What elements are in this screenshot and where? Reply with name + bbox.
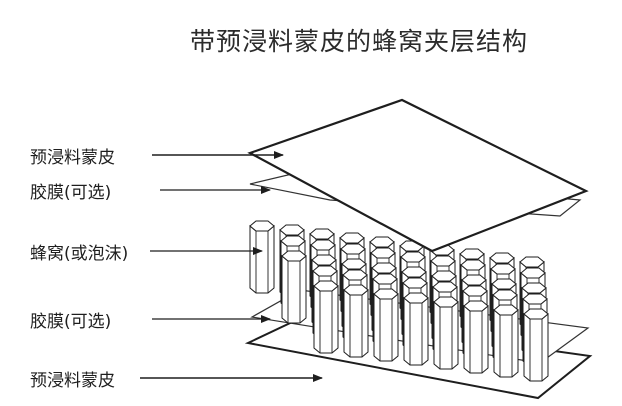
honeycomb-cell — [249, 224, 275, 294]
honeycomb-cell-top — [462, 285, 488, 297]
honeycomb-cell-top — [280, 235, 306, 247]
top-skin-sheet — [247, 98, 589, 253]
honeycomb-cell — [403, 296, 429, 366]
honeycomb-cell-top — [493, 304, 519, 316]
honeycomb-cell-top — [461, 274, 487, 286]
honeycomb-cell-top — [279, 224, 305, 236]
diagram-title: 带预浸料蒙皮的蜂窝夹层结构 — [190, 27, 529, 56]
honeycomb-cell-top — [371, 262, 397, 274]
honeycomb-cell-top — [339, 232, 365, 244]
honeycomb-cell-top — [402, 277, 428, 289]
honeycomb-cell — [373, 292, 399, 362]
honeycomb-cell-top — [370, 247, 396, 259]
honeycomb-cell-top — [523, 308, 549, 320]
honeycomb-cell-top — [521, 282, 547, 294]
label-top-skin: 预浸料蒙皮 — [30, 148, 115, 168]
honeycomb-cell — [343, 288, 369, 358]
honeycomb-cell-top — [310, 239, 336, 251]
honeycomb-cell — [523, 312, 549, 382]
honeycomb-cell-top — [400, 251, 426, 263]
honeycomb-cell-top — [311, 254, 337, 266]
honeycomb-cell-top — [459, 248, 485, 260]
label-top-film: 胶膜(可选) — [30, 183, 112, 203]
honeycomb-cell-top — [490, 263, 516, 275]
honeycomb-cell-top — [373, 288, 399, 300]
label-bottom-film: 胶膜(可选) — [30, 312, 112, 332]
honeycomb-cell-top — [403, 292, 429, 304]
honeycomb-cell-top — [491, 278, 517, 290]
honeycomb-cell — [493, 308, 519, 378]
honeycomb-cell — [281, 254, 307, 324]
honeycomb-cell-top — [432, 281, 458, 293]
honeycomb-cell — [433, 300, 459, 370]
honeycomb-cell-top — [433, 296, 459, 308]
honeycomb-cell-top — [340, 243, 366, 255]
honeycomb-cell-top — [460, 259, 486, 271]
honeycomb-cell-top — [431, 270, 457, 282]
honeycomb-cell-top — [281, 250, 307, 262]
label-core: 蜂窝(或泡沫) — [30, 244, 129, 264]
honeycomb-cell-top — [342, 269, 368, 281]
honeycomb-cell-top — [430, 255, 456, 267]
honeycomb-cell-top — [343, 284, 369, 296]
honeycomb-cell-top — [309, 228, 335, 240]
honeycomb-cell-top — [463, 300, 489, 312]
label-bottom-skin: 预浸料蒙皮 — [30, 371, 115, 391]
honeycomb-cell-top — [249, 220, 275, 232]
honeycomb-core — [249, 220, 549, 382]
honeycomb-cell-top — [489, 252, 515, 264]
honeycomb-cell-top — [341, 258, 367, 270]
honeycomb-cell-top — [522, 293, 548, 305]
honeycomb-cell-top — [401, 266, 427, 278]
honeycomb-cell-top — [492, 289, 518, 301]
honeycomb-cell-top — [369, 236, 395, 248]
honeycomb-cell — [463, 304, 489, 374]
honeycomb-cell-top — [520, 267, 546, 279]
honeycomb-cell-top — [312, 265, 338, 277]
honeycomb-cell — [313, 284, 339, 354]
honeycomb-cell-top — [372, 273, 398, 285]
honeycomb-cell-top — [313, 280, 339, 292]
honeycomb-cell-top — [519, 256, 545, 268]
